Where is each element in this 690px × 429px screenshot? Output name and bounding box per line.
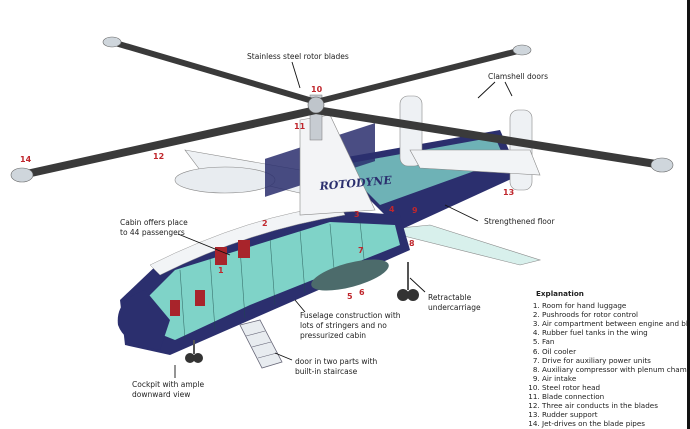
callout-rotor-blades: Stainless steel rotor blades	[247, 52, 349, 61]
nose	[117, 290, 170, 350]
callout-line: lots of stringers and no	[300, 321, 387, 330]
explanation-item: Drive for auxiliary power units	[542, 356, 690, 365]
marker-8: 8	[409, 239, 415, 248]
explanation-item: Oil cooler	[542, 347, 690, 356]
callout-line: Fuselage construction with	[300, 311, 401, 320]
marker-9: 9	[412, 206, 418, 215]
landing-gear	[185, 262, 419, 363]
right-engine	[311, 259, 389, 291]
marker-14: 14	[20, 155, 32, 164]
callout-line: pressurized cabin	[300, 331, 367, 340]
rotor-hub	[307, 96, 325, 114]
right-wing	[379, 224, 542, 266]
fuselage-interior	[145, 222, 400, 340]
marker-6: 6	[359, 288, 365, 297]
explanation-item: Blade connection	[542, 392, 690, 401]
explanation-item: Auxiliary compressor with plenum chamber	[542, 365, 690, 374]
explanation-item: Pushroods for rotor control	[542, 310, 690, 319]
callout-line: undercarriage	[428, 303, 481, 312]
explanation-item: Rudder support	[542, 410, 690, 419]
callout-line: Cockpit with ample	[132, 380, 205, 389]
callout-line: Cabin offers place	[120, 218, 188, 227]
explanation-item: Air intake	[542, 374, 690, 383]
tailplane	[409, 149, 541, 176]
rotor-blades	[18, 39, 666, 179]
marker-4: 4	[389, 205, 395, 214]
marker-11: 11	[294, 122, 306, 131]
callout-strengthened-floor: Strengthened floor	[484, 217, 555, 226]
explanation-item: Rubber fuel tanks in the wing	[542, 328, 690, 337]
callout-clamshell-doors: Clamshell doors	[488, 72, 548, 81]
marker-1: 1	[218, 266, 224, 275]
callout-line: door in two parts with	[295, 357, 378, 366]
staircase	[239, 319, 283, 369]
explanation-legend: Explanation Room for hand luggagePushroo…	[528, 289, 690, 428]
blade-tip-jets	[10, 36, 674, 183]
right-edge-border	[687, 0, 690, 429]
explanation-item: Air compartment between engine and blade…	[542, 319, 690, 328]
explanation-item: Three air conducts in the blades	[542, 401, 690, 410]
callout-line: to 44 passengers	[120, 228, 185, 237]
marker-2: 2	[262, 219, 268, 228]
explanation-item: Jet-drives on the blade pipes	[542, 419, 690, 428]
explanation-item: Room for hand luggage	[542, 301, 690, 310]
explanation-item: Steel rotor head	[542, 383, 690, 392]
marker-7: 7	[358, 246, 364, 255]
marker-3: 3	[354, 210, 360, 219]
rotodyne-logo: ROTODYNE	[318, 174, 393, 193]
marker-13: 13	[503, 188, 515, 197]
explanation-title: Explanation	[536, 289, 584, 298]
marker-10: 10	[311, 85, 323, 94]
callout-line: Retractable	[428, 293, 472, 302]
left-engine	[174, 166, 276, 194]
marker-5: 5	[347, 292, 353, 301]
callout-line: built-in staircase	[295, 367, 358, 376]
marker-12: 12	[153, 152, 165, 161]
callout-line: downward view	[132, 390, 191, 399]
explanation-item: Fan	[542, 337, 690, 346]
tail-fin-left	[399, 95, 423, 167]
explanation-list: Room for hand luggagePushroods for rotor…	[528, 301, 690, 428]
